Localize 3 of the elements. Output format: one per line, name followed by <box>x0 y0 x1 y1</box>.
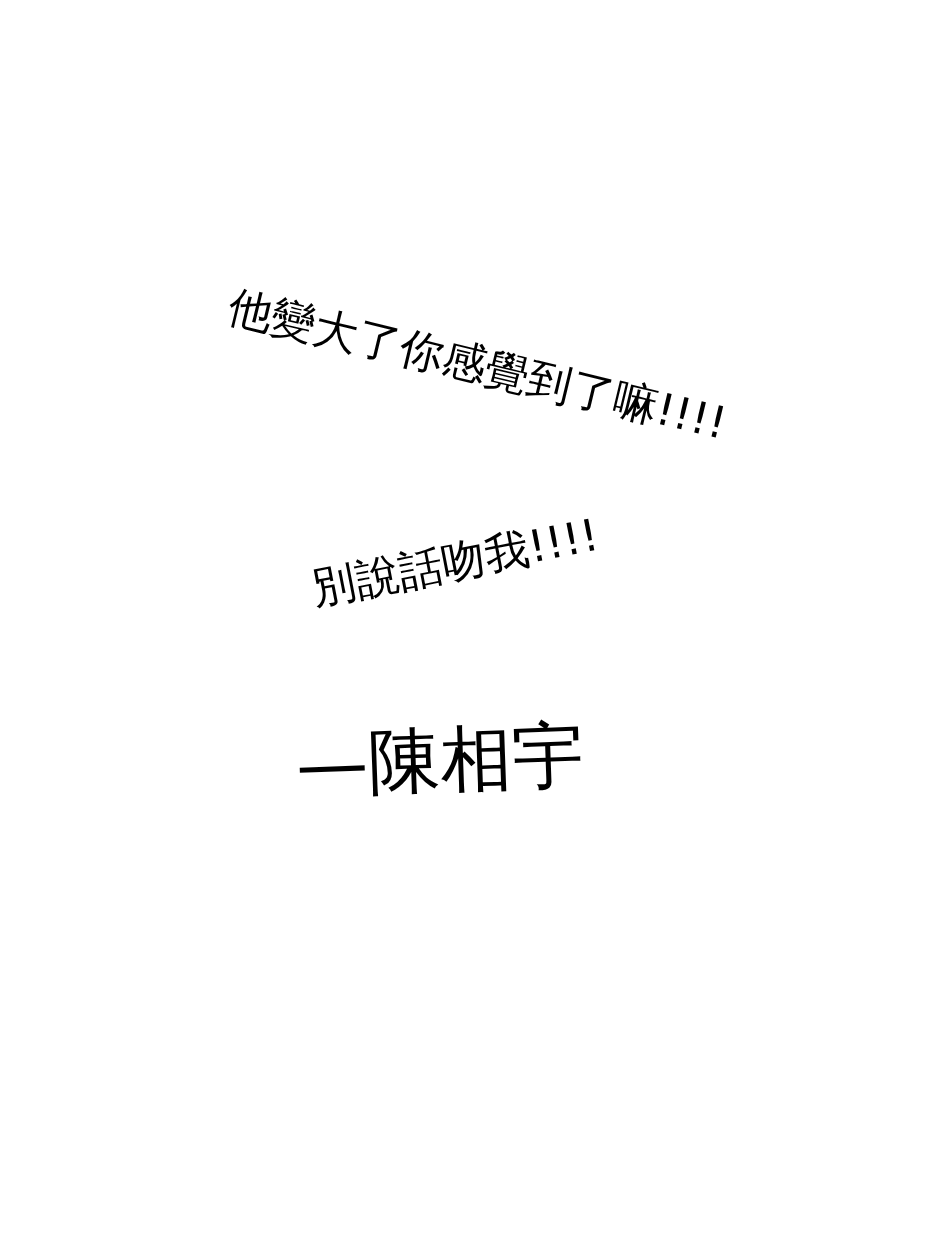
signature-text: —陳相宇 <box>294 715 586 805</box>
quote-text: 他變大了你感覺到了嘛!!!! <box>222 282 731 449</box>
quote-text: 別說話吻我!!!! <box>307 510 602 614</box>
